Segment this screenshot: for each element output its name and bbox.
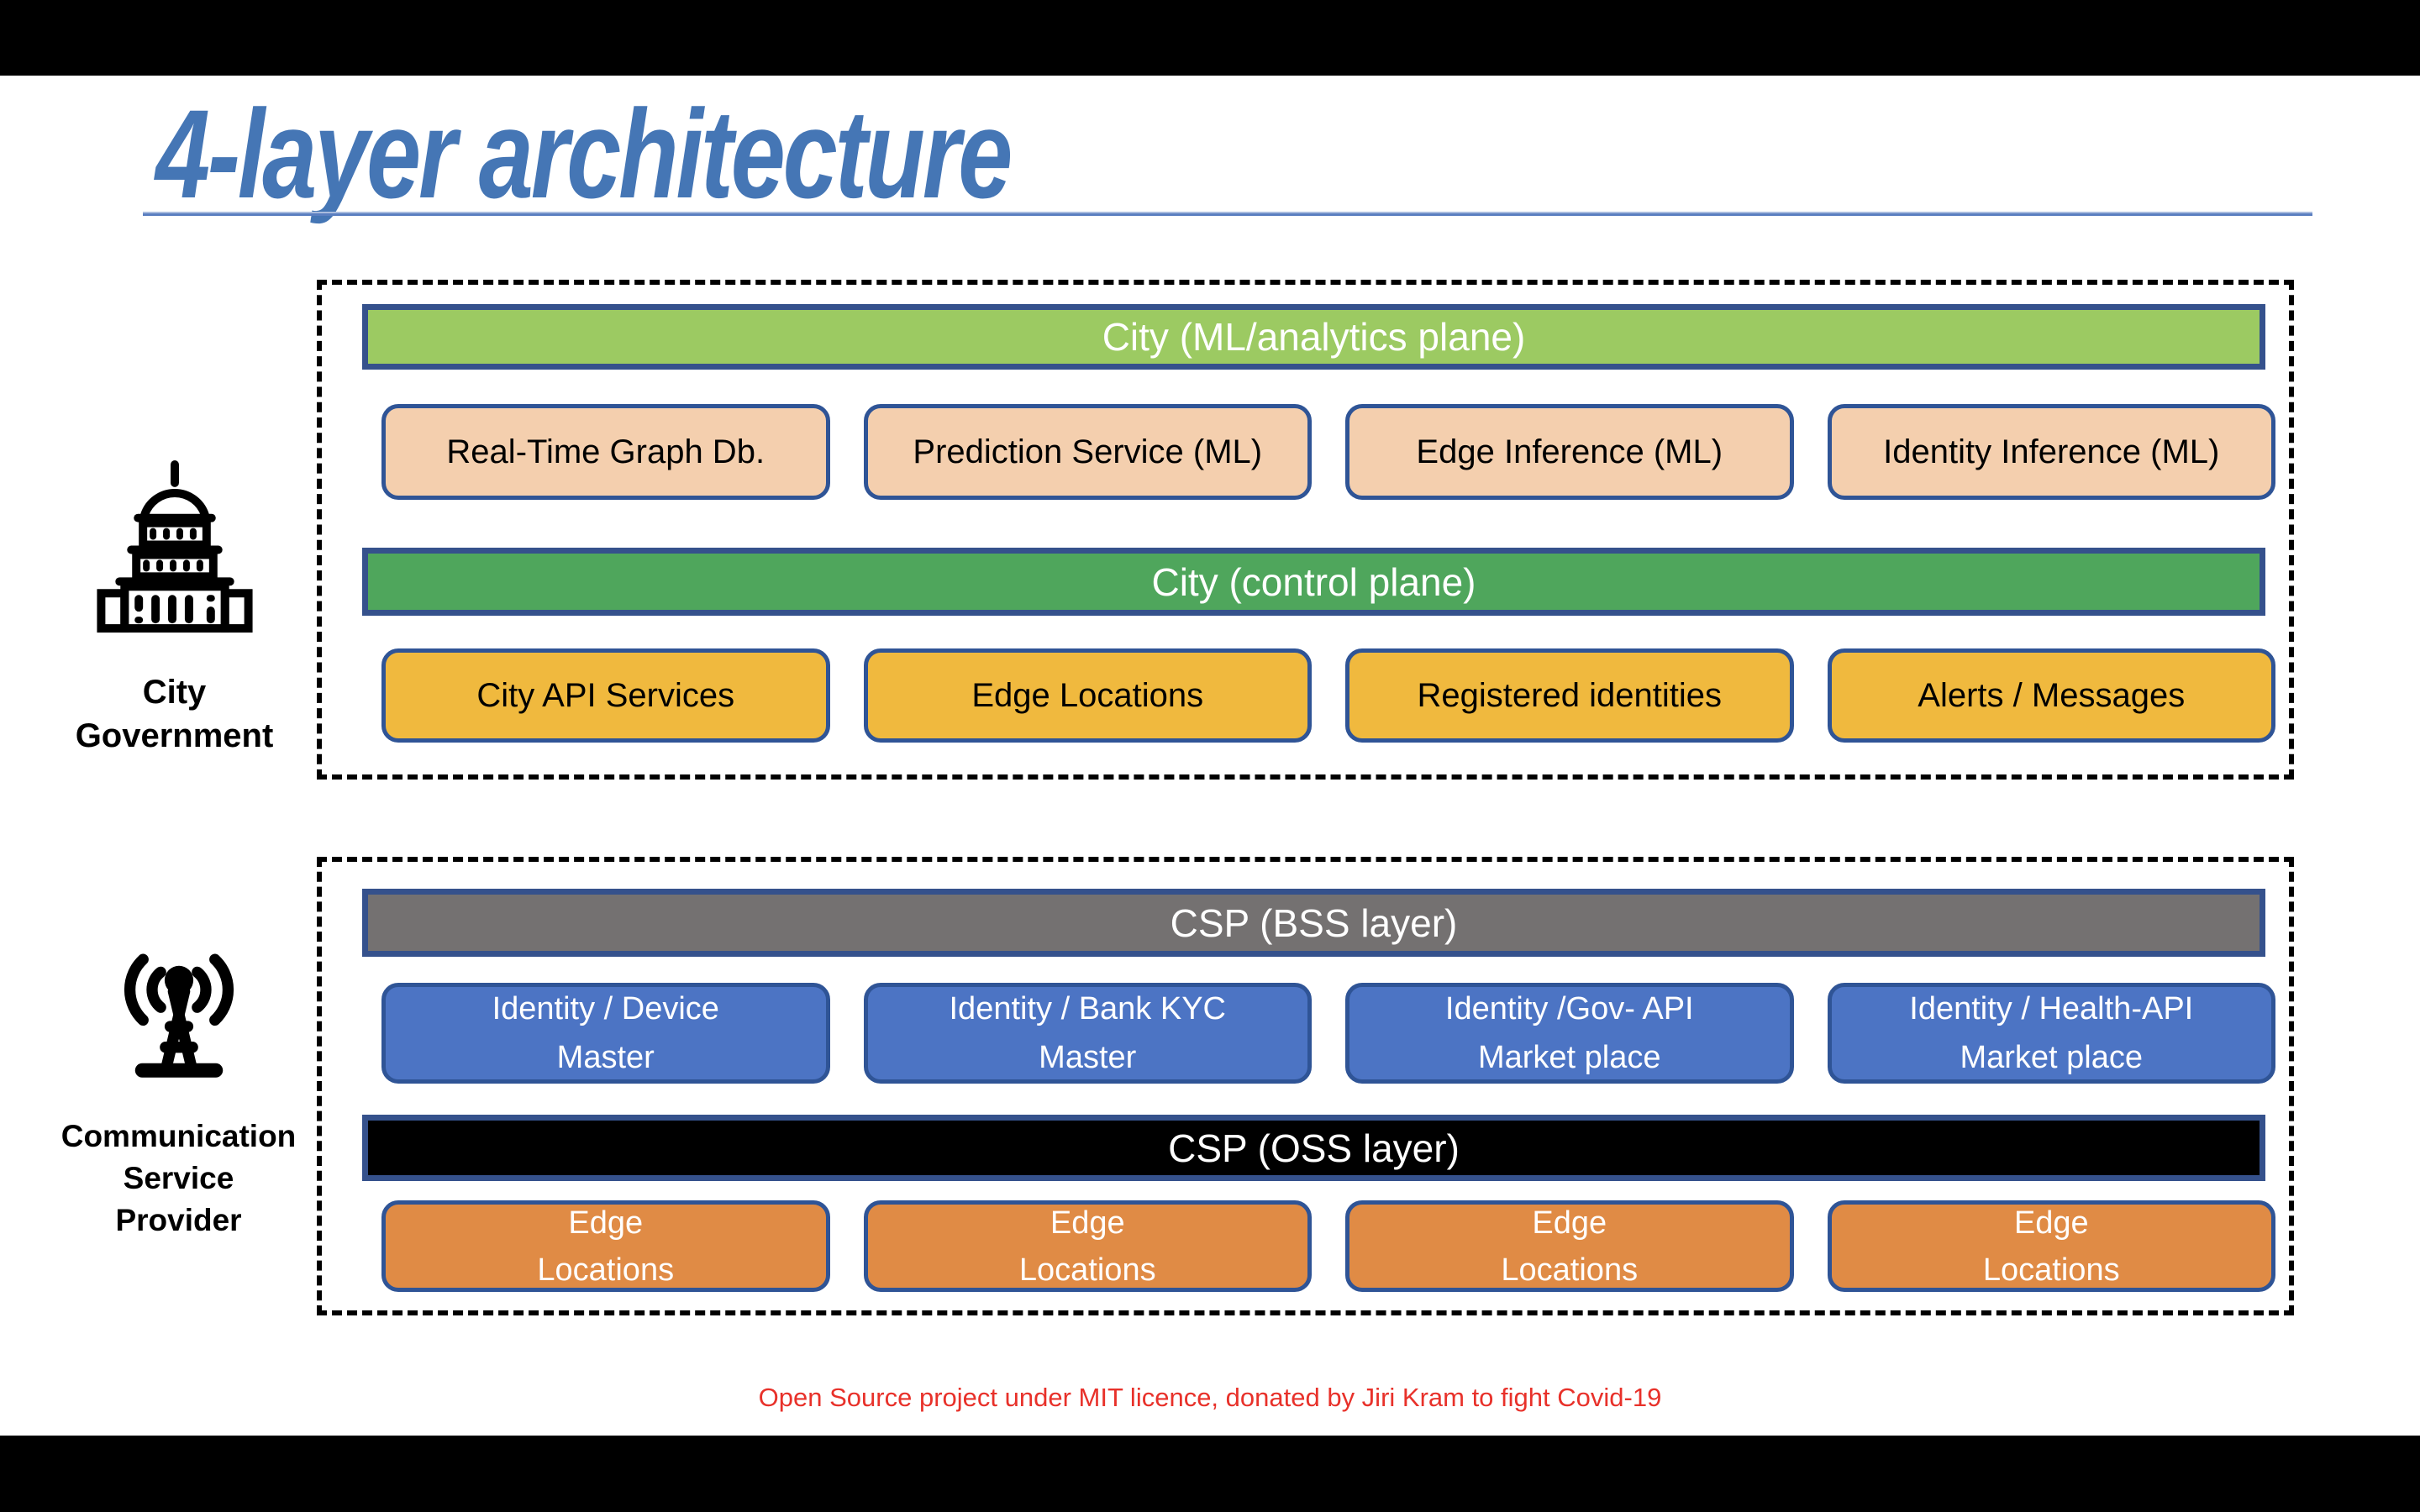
oss-box-edge-locations-3: Edge Locations — [1345, 1200, 1794, 1292]
capitol-icon — [96, 459, 253, 633]
csp-label: Communication Service Provider — [60, 1119, 297, 1237]
ml-box-edge-inference: Edge Inference (ML) — [1345, 404, 1794, 500]
city-ml-banner: City (ML/analytics plane) — [362, 304, 2265, 370]
city-government-label: City Government — [75, 674, 274, 754]
csp-panel: CSP (BSS layer) Identity / Device Master… — [317, 857, 2294, 1315]
csp-oss-row: Edge Locations Edge Locations Edge Locat… — [381, 1200, 2275, 1292]
city-control-banner: City (control plane) — [362, 548, 2265, 616]
page-title: 4-layer architecture — [155, 83, 1013, 224]
city-ml-row: Real-Time Graph Db. Prediction Service (… — [381, 404, 2275, 500]
letterbox-bottom — [0, 1436, 2420, 1512]
csp-oss-banner: CSP (OSS layer) — [362, 1115, 2265, 1181]
control-box-edge-locations: Edge Locations — [863, 648, 1312, 743]
city-control-row: City API Services Edge Locations Registe… — [381, 648, 2275, 743]
bss-box-identity-health-api-marketplace: Identity / Health-API Market place — [1827, 983, 2275, 1084]
csp-bss-banner: CSP (BSS layer) — [362, 889, 2265, 957]
ml-box-prediction-service: Prediction Service (ML) — [863, 404, 1312, 500]
csp-actor: Communication Service Provider — [34, 931, 324, 1242]
ml-box-identity-inference: Identity Inference (ML) — [1827, 404, 2275, 500]
footer-note: Open Source project under MIT licence, d… — [758, 1383, 1662, 1412]
control-box-registered-identities: Registered identities — [1345, 648, 1794, 743]
oss-box-edge-locations-1: Edge Locations — [381, 1200, 830, 1292]
bss-box-identity-bank-kyc-master: Identity / Bank KYC Master — [863, 983, 1312, 1084]
oss-box-edge-locations-4: Edge Locations — [1827, 1200, 2275, 1292]
bss-box-identity-device-master: Identity / Device Master — [381, 983, 830, 1084]
title-underline — [143, 212, 2312, 216]
bss-box-identity-gov-api-marketplace: Identity /Gov- API Market place — [1345, 983, 1794, 1084]
ml-box-realtime-graph-db: Real-Time Graph Db. — [381, 404, 830, 500]
oss-box-edge-locations-2: Edge Locations — [863, 1200, 1312, 1292]
csp-bss-row: Identity / Device Master Identity / Bank… — [381, 983, 2275, 1084]
city-government-actor: City Government — [34, 458, 315, 758]
control-box-city-api-services: City API Services — [381, 648, 830, 743]
city-panel: City (ML/analytics plane) Real-Time Grap… — [317, 280, 2294, 780]
letterbox-top — [0, 0, 2420, 76]
control-box-alerts-messages: Alerts / Messages — [1827, 648, 2275, 743]
radio-tower-icon — [124, 953, 234, 1078]
